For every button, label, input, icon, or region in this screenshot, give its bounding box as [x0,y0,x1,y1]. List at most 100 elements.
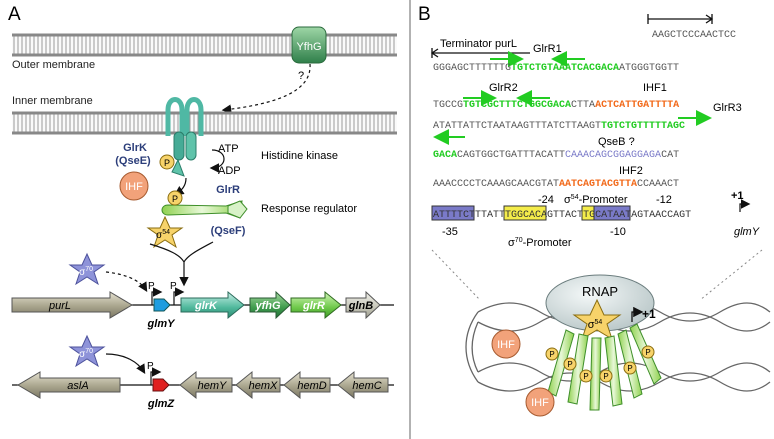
seq2-plain2: CTTA [571,100,595,111]
gene-glrk [180,290,245,320]
promoter-p3-label: P [147,361,154,372]
phospho-dot-2-label: P [567,360,572,369]
sigma70-promoter-sup: 70 [515,237,523,244]
glrk-phospho [159,154,175,170]
gene-glrk-label: glrK [194,300,218,312]
promoter-p1 [151,287,163,305]
phospho-dot-4-label: P [603,372,608,381]
ihf2-label: IHF2 [619,165,643,177]
top-span-bar [647,14,714,24]
sigma54-b-sup: 54 [595,319,603,326]
phospho-dot-1 [545,347,559,361]
glrk-phospho-label: P [164,158,170,168]
gene-glmy [153,298,171,312]
seq1-glrr1-site: TGTCTGTAAATCACGACA [511,63,619,74]
seq6-box2: TGGCACA [505,210,547,221]
gene-yfhg [249,290,291,320]
glrr-label: GlrR [216,184,240,196]
promoter-p2 [173,287,185,305]
promoter-p3 [150,367,162,385]
gene-hemc-label: hemC [352,380,381,392]
seq6-plain3: AGTAACCAGT [631,210,691,221]
minus12-label: -12 [656,194,672,206]
gene-hemy-label: hemY [198,380,227,392]
gene-glmz-label: glmZ [147,398,176,410]
sigma54-symbol: σ54 [156,229,170,241]
convergence-arrow [149,241,214,284]
glrk-alt-label: (QseE) [115,155,151,167]
glrr2-label: GlrR2 [489,82,518,94]
gene-hemx [235,370,281,400]
atp-label: ATP [218,143,239,155]
sigma70-solid-arrow [105,353,146,375]
yfhg-protein [291,26,327,64]
gene-glnb [345,290,381,320]
yfhg-label: YfhG [296,41,321,53]
gene-asla [17,371,121,399]
sigma70-sup-2: 70 [85,348,93,355]
phospho-dot-6-label: P [645,348,650,357]
seq-line-5: AAACCCCTCAAAGCAACGTATAATCAGTACGTTACCAAAC… [433,179,679,190]
qseb-label: QseB ? [598,136,635,148]
outer-membrane-label: Outer membrane [12,59,95,71]
gene-hemd-label: hemD [297,380,326,392]
sigma70-dashed-arrow [105,271,148,293]
zoom-line-left [431,249,481,301]
seq2-glrr2-site: TGTCGCTTTCTGGCGACA [463,100,571,111]
ihf-label-b2: IHF [531,397,549,409]
sigma70-promoter-sigma-char: σ [508,237,515,249]
seq5-plain1: AAACCCCTCAAAGCAACGTAT [433,179,559,190]
ihf1-label: IHF1 [643,82,667,94]
sigma54-sup: 54 [162,229,170,236]
ihf-label: IHF [125,181,143,193]
seq6-plain1: TTATT [475,210,505,221]
question-mark: ? [298,70,304,82]
seq-line-1: GGGAGCTTTTTTGTGTCTGTAAATCACGACAATGGGTGGT… [433,63,679,74]
sigma70-sup-1: 70 [85,266,93,273]
glrr-phospho [167,190,183,206]
sigma70-star-1 [68,252,106,286]
inner-membrane-label: Inner membrane [12,95,93,107]
ihf-circle-b1 [491,329,521,359]
ihf-circle-b2 [525,387,555,417]
sigma70-sigma-1: σ [79,267,86,278]
sigma54-sigma: σ [156,230,163,241]
seq4-qseb-site: CAAACAGCGGAGGAGA [565,150,661,161]
sigma70-symbol-2: σ70 [79,348,93,360]
outer-membrane [12,33,397,57]
glmy-label-b: glmY [734,226,760,238]
gene-purl-label: purL [48,300,71,312]
glrk-kinase [165,97,204,177]
glrk-label: GlrK [123,142,147,154]
panel-a-label: A [8,4,21,25]
glrr-phospho-label: P [172,194,178,204]
box-minus35 [431,205,475,221]
seq4-plain1: CAGTGGCTGATTTACATT [457,150,565,161]
sigma54-star-b [572,298,622,341]
minus24-label: -24 [538,194,554,206]
gene-hemd [283,370,331,400]
ihf-circle [119,171,149,201]
tss-arrow [739,199,751,212]
panel-a: A Outer membrane YfhG ? Inner membrane [8,4,397,410]
gene-glrr-label: glrR [302,300,325,312]
gene-glmy-label: glmY [147,318,177,330]
sigma54-symbol-b: σ54 [588,319,603,331]
glrr-regulator [161,200,248,219]
seq5-ihf2-site: AATCAGTACGTTA [559,179,637,190]
glrr3-label: GlrR3 [713,102,742,114]
seq4-plain2: CAT [661,150,679,161]
promoter-p1-label: P [148,281,155,292]
top-sequence: AAGCTCCCAACTCC [652,30,736,41]
gene-glnb-label: glnB [348,300,373,312]
seq1-plain2: ATGGGTGGTT [619,63,679,74]
glrr-alt-label: (QseF) [211,225,246,237]
sigma54-promoter-label: -Promoter [579,194,628,206]
terminator-label: Terminator purL [440,38,517,50]
gene-purl [11,291,133,319]
seq2-plain1: TGCCG [433,100,463,111]
rnap-label: RNAP [582,284,618,299]
gene-hemx-label: hemX [249,380,278,392]
seq6-plain2: GTTACT [547,210,583,221]
